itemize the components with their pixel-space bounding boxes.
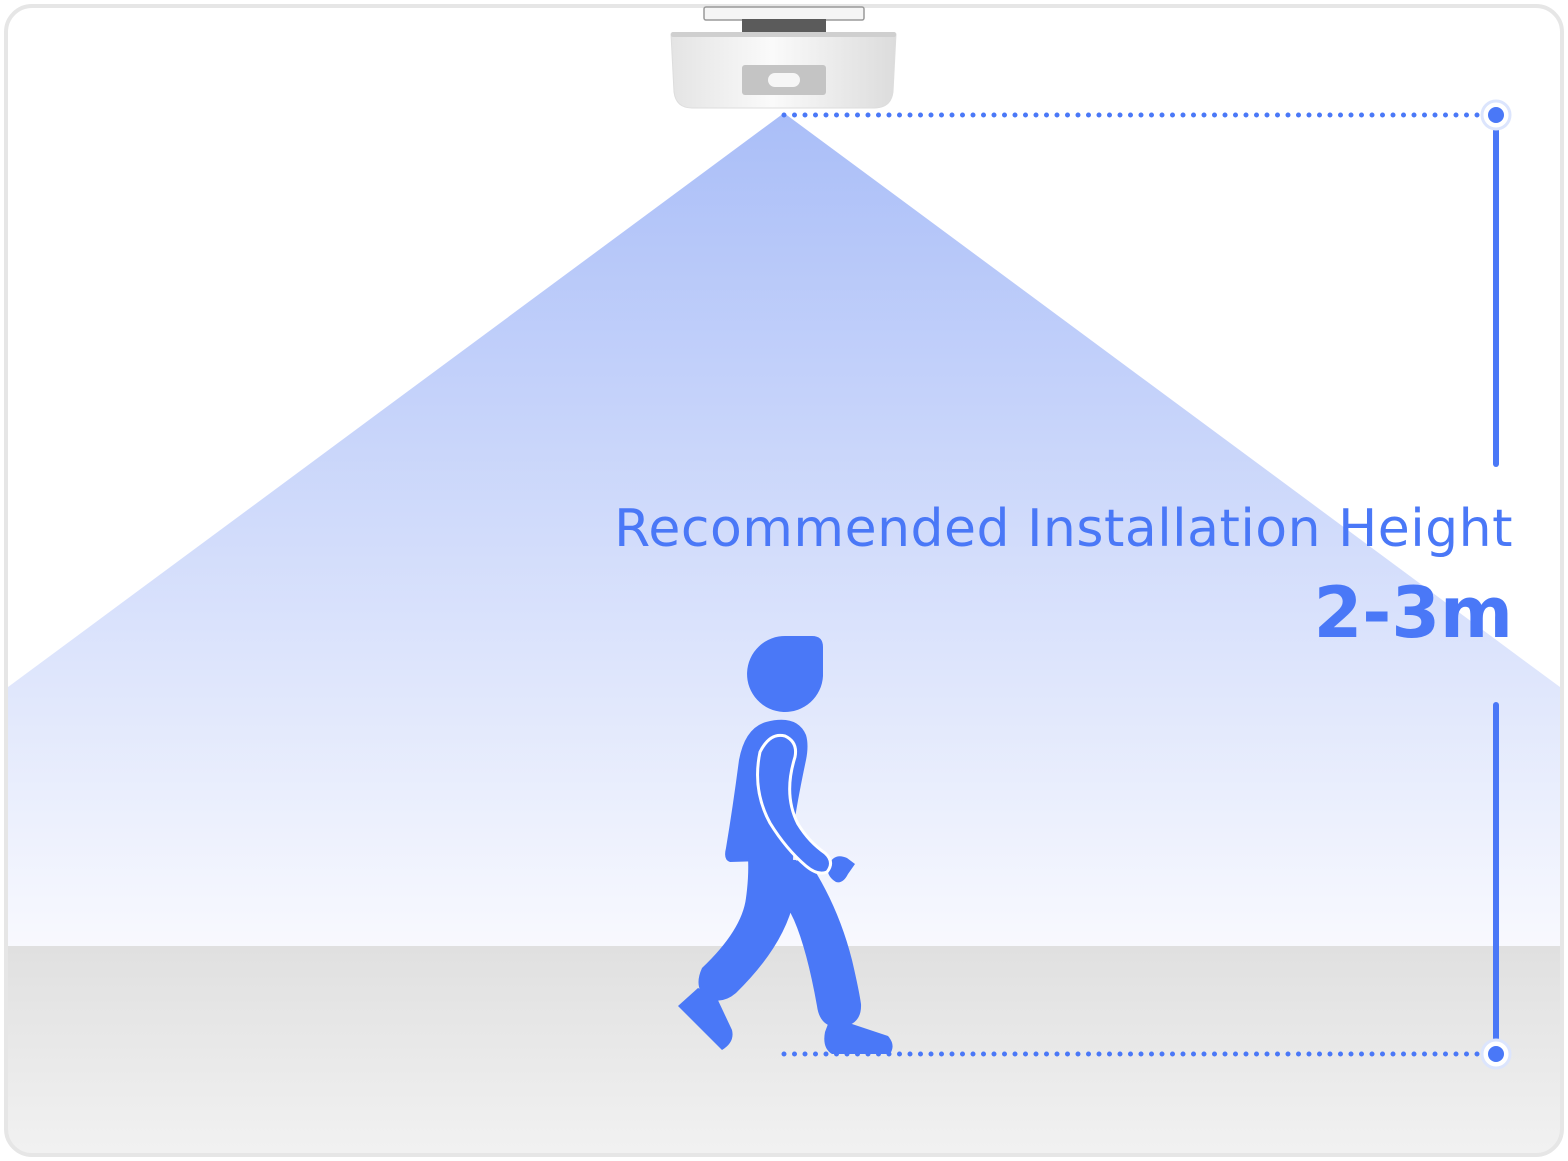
installation-height-value: 2-3m: [1313, 572, 1513, 654]
dimension-marker-bottom: [1480, 1038, 1512, 1070]
walking-person-icon: [678, 635, 893, 1054]
detection-cone: [6, 113, 1562, 947]
installation-height-label: Recommended Installation Height: [614, 499, 1513, 559]
dimension-marker-top: [1480, 99, 1512, 131]
frame-border: [4, 4, 1564, 1157]
floor: [6, 946, 1562, 1155]
ceiling-sensor-icon: [670, 6, 897, 109]
